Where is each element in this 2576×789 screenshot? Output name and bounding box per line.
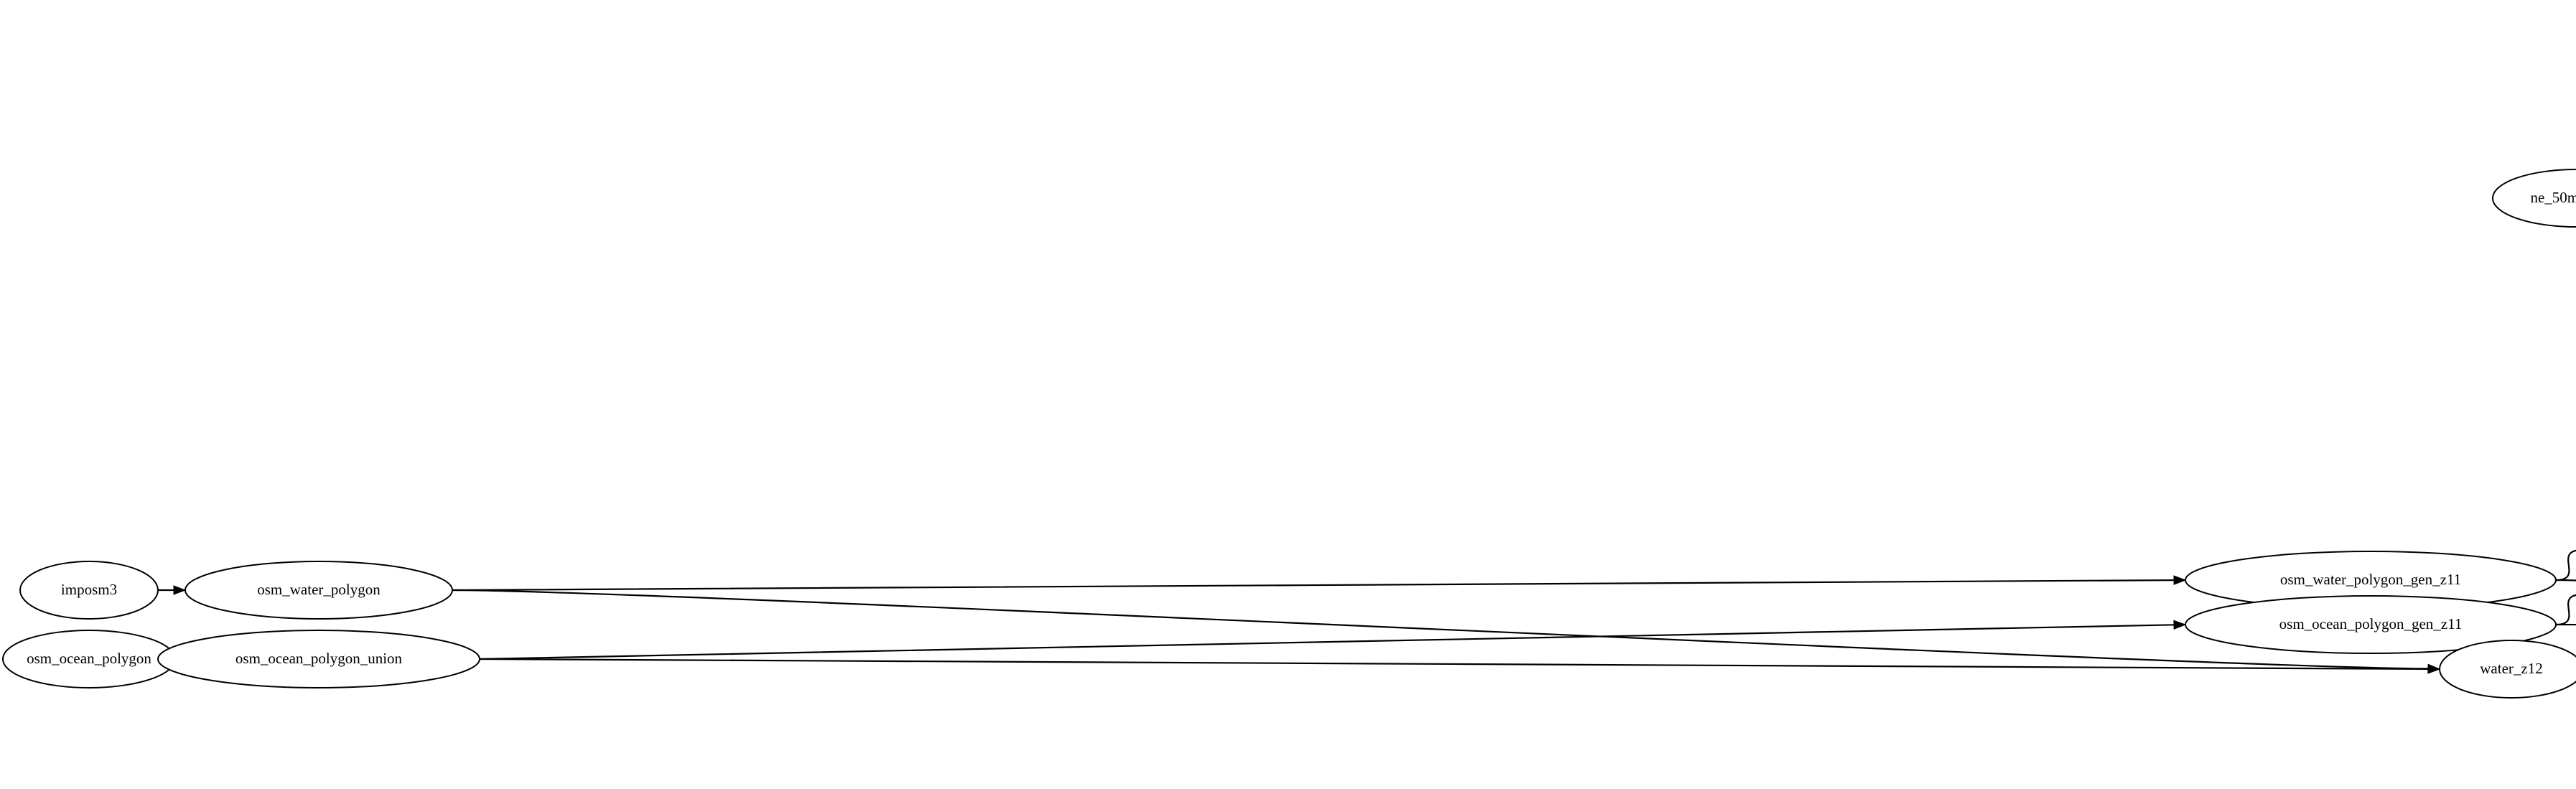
node-label: water_z12: [2480, 660, 2542, 677]
node-osm_ocean_polygon_union[interactable]: osm_ocean_polygon_union: [157, 630, 480, 688]
node-ne_50m_ocean[interactable]: ne_50m_ocean: [2492, 169, 2576, 228]
node-label: osm_water_polygon: [257, 581, 381, 598]
node-imposm3[interactable]: imposm3: [19, 561, 159, 620]
edge-osm_water_polygon_gen_z11-to-osm_water_polygon_gen_z10: [2555, 549, 2576, 582]
node-osm_water_polygon_gen_z11[interactable]: osm_water_polygon_gen_z11: [2185, 551, 2557, 610]
node-label: ne_50m_ocean: [2530, 189, 2576, 206]
edge-imposm3-to-osm_water_polygon: [157, 585, 187, 595]
node-label: imposm3: [61, 581, 117, 598]
node-osm_water_polygon[interactable]: osm_water_polygon: [185, 561, 453, 620]
node-osm_ocean_polygon_gen_z11[interactable]: osm_ocean_polygon_gen_z11: [2185, 595, 2557, 654]
node-label: osm_ocean_polygon_union: [235, 650, 403, 667]
edge-osm_ocean_polygon_union-to-osm_ocean_polygon_gen_z11: [479, 620, 2187, 660]
edge-osm_ocean_polygon_gen_z11-to-water_z11: [2555, 623, 2576, 626]
edge-osm_water_polygon-to-osm_water_polygon_gen_z11: [452, 575, 2187, 592]
node-label: osm_ocean_polygon: [27, 650, 151, 667]
node-label: osm_ocean_polygon_gen_z11: [2279, 615, 2463, 632]
node-layer: ne_110m_oceanne_110m_ocean_gen_z1ne_110m…: [2, 169, 2576, 699]
node-osm_ocean_polygon[interactable]: osm_ocean_polygon: [2, 630, 176, 688]
node-label: osm_water_polygon_gen_z11: [2280, 571, 2461, 588]
edge-osm_ocean_polygon_union-to-water_z12: [479, 658, 2441, 674]
edge-osm_ocean_polygon_gen_z11-to-osm_ocean_polygon_gen_z10: [2555, 594, 2576, 626]
node-water_z12[interactable]: water_z12: [2439, 640, 2576, 699]
